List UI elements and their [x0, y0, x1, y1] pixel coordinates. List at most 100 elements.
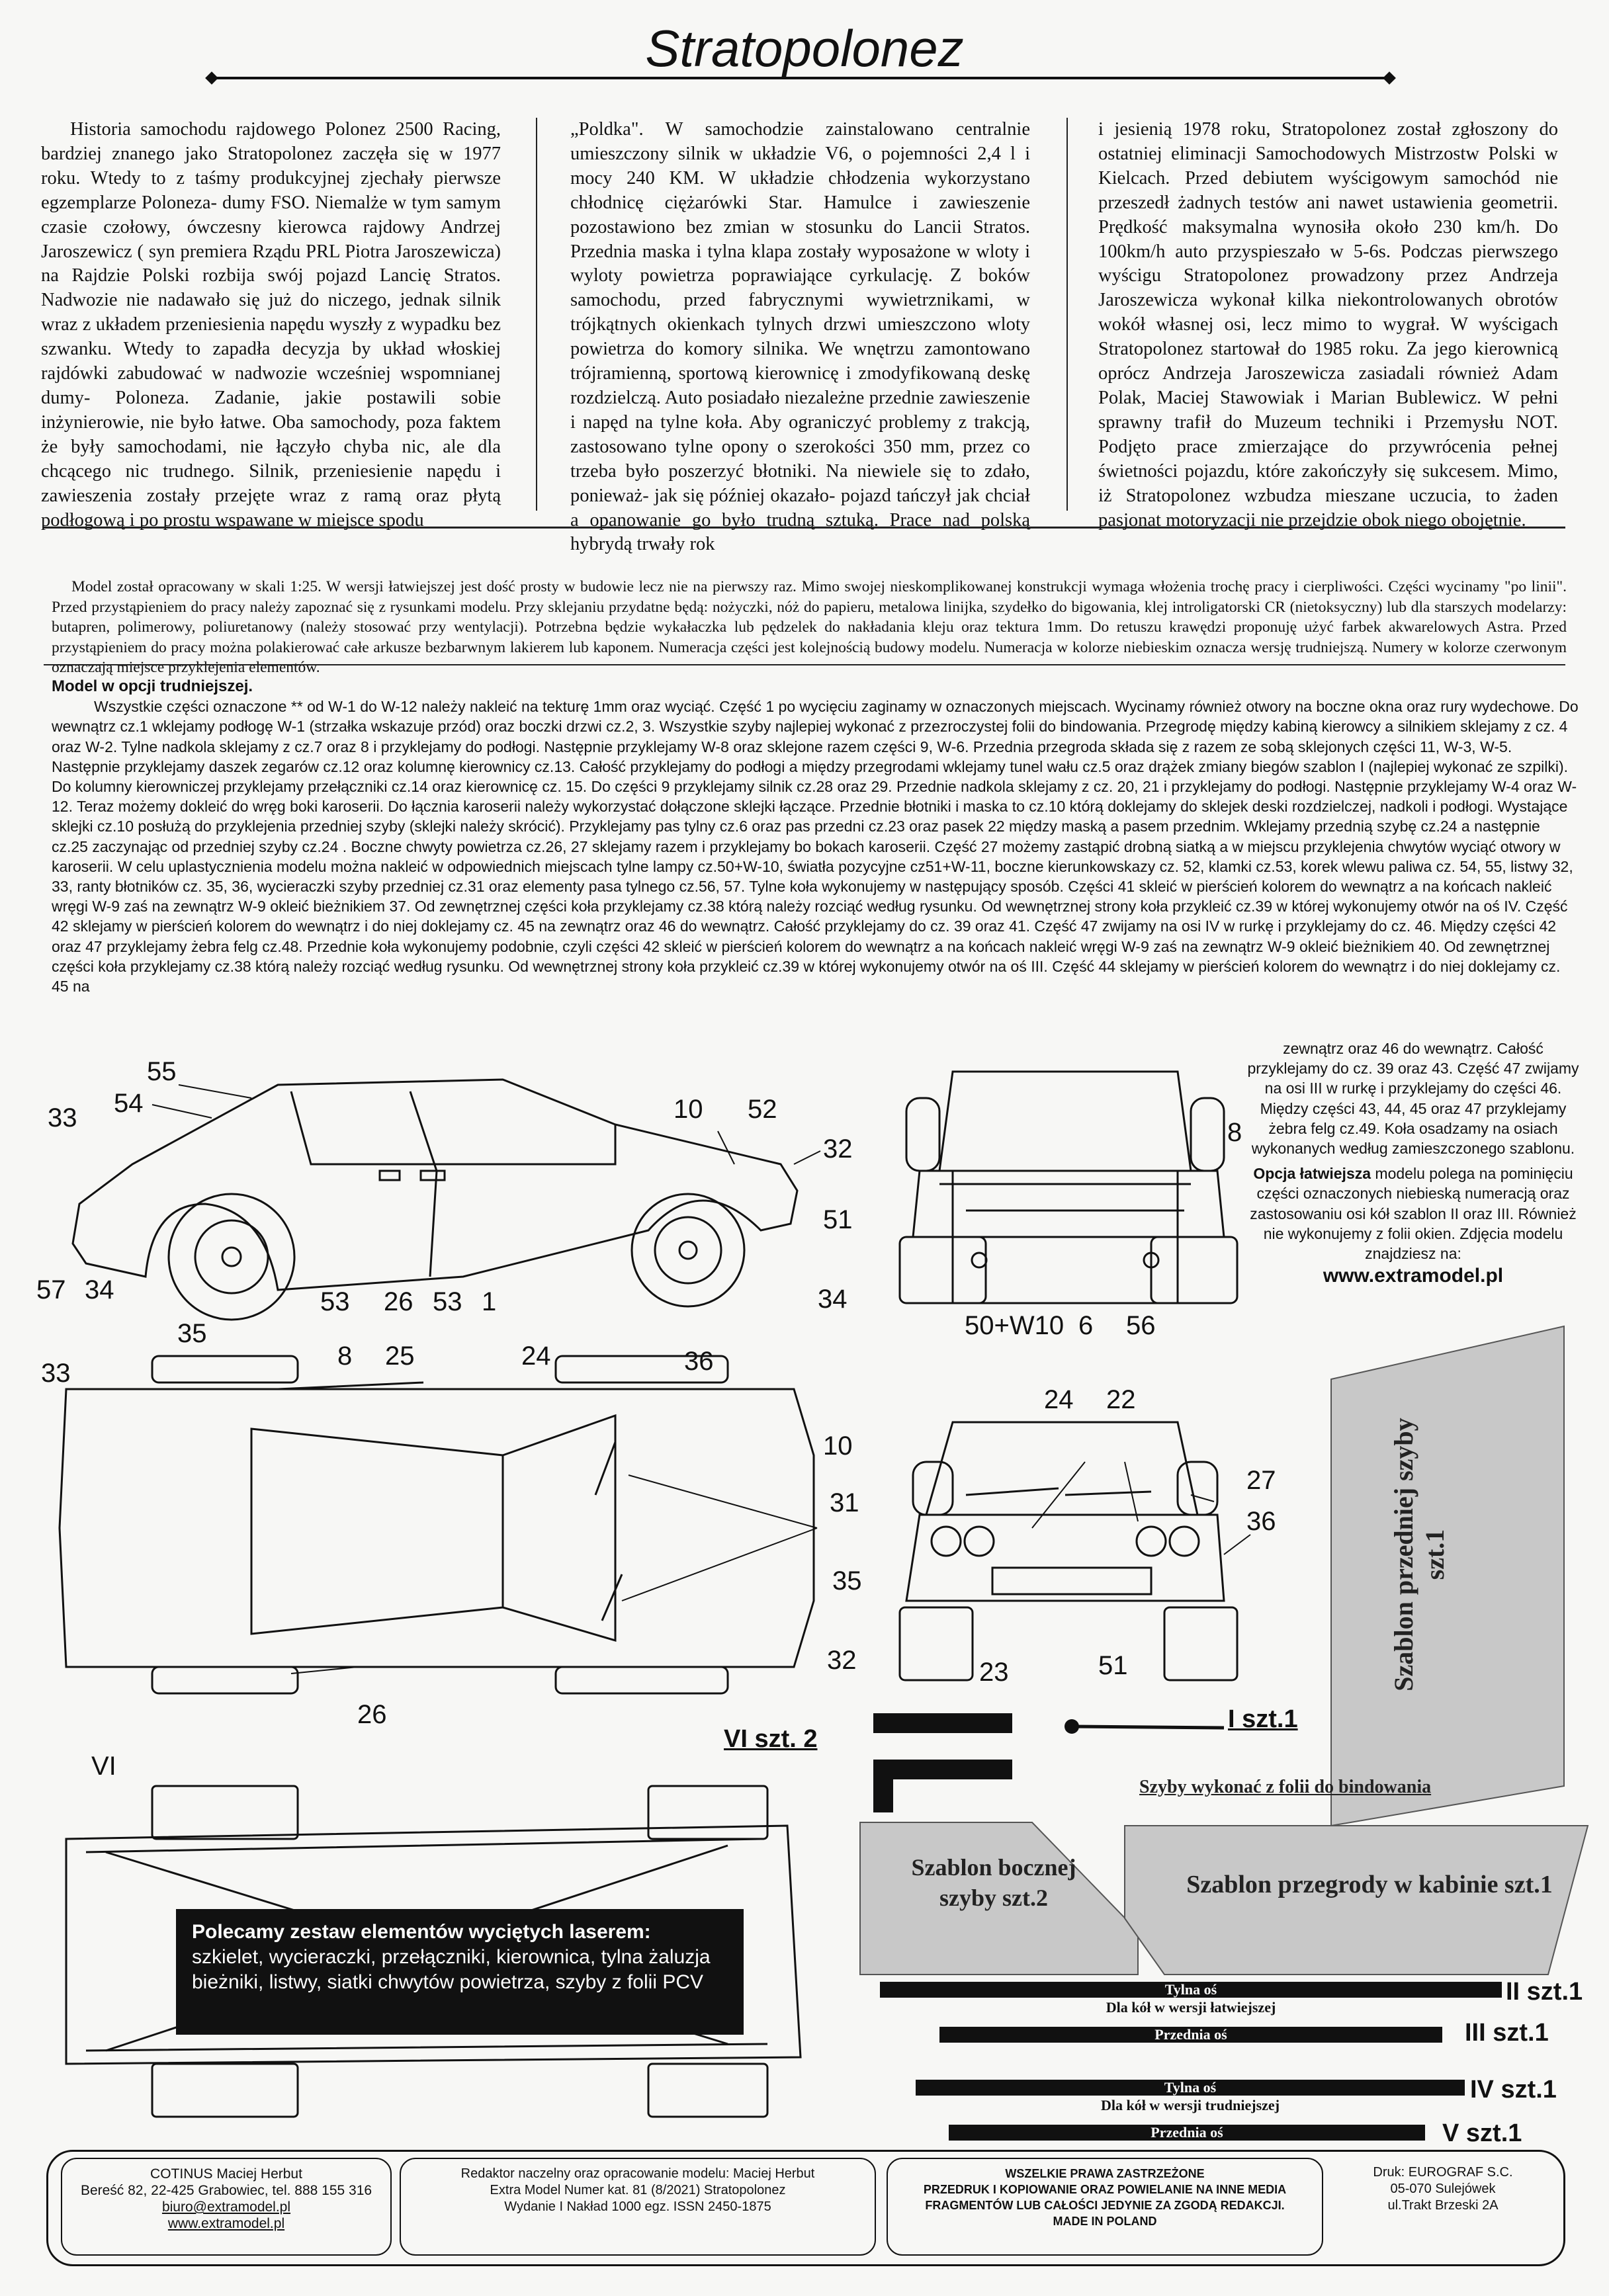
- part-label: 27: [1246, 1466, 1276, 1495]
- part-label: 36: [684, 1347, 714, 1376]
- laser-kit-title: Polecamy zestaw elementów wyciętych lase…: [192, 1921, 651, 1943]
- foil-note: Szyby wykonać z folii do bindowania: [1139, 1777, 1432, 1797]
- axle-iv-label: IV szt.1: [1470, 2076, 1557, 2104]
- publisher-address: Bereść 82, 22-425 Grabowiec, tel. 888 15…: [80, 2183, 372, 2198]
- part-label: 10: [823, 1431, 853, 1461]
- easy-option-text: Opcja łatwiejsza modelu polega na pomini…: [1241, 1164, 1585, 1263]
- vi-template: [873, 1713, 1012, 1812]
- publisher-email[interactable]: biuro@extramodel.pl: [161, 2199, 291, 2215]
- part-label: 35: [177, 1319, 207, 1348]
- part-label: 52: [748, 1095, 777, 1124]
- part-label: 51: [1098, 1651, 1128, 1680]
- part-label: 34: [85, 1275, 114, 1304]
- column-divider: [1066, 118, 1068, 511]
- part-label: 53: [433, 1287, 462, 1316]
- side-glass-template: [859, 1822, 1139, 1975]
- easy-option-lead: Opcja łatwiejsza: [1253, 1165, 1371, 1183]
- part-label: 34: [818, 1285, 848, 1314]
- part-label: 54: [114, 1089, 144, 1118]
- column-divider: [536, 118, 537, 511]
- rights-line: PRZEDRUK I KOPIOWANIE ORAZ POWIELANIE NA…: [923, 2183, 1287, 2196]
- hard-version-instructions: Wszystkie części oznaczone ** od W-1 do …: [52, 698, 1579, 996]
- front-view-drawing: [898, 1421, 1239, 1681]
- part-label: 26: [384, 1287, 413, 1316]
- template-i-label: I szt.1: [1228, 1705, 1298, 1733]
- part-label: 33: [48, 1103, 77, 1132]
- history-column-1: Historia samochodu rajdowego Polonez 250…: [41, 119, 501, 531]
- editor-credit: Redaktor naczelny oraz opracowanie model…: [460, 2166, 815, 2181]
- side-view-drawing: [71, 1078, 799, 1321]
- side-instructions-continued: zewnątrz oraz 46 do wewnątrz. Całość prz…: [1247, 1040, 1579, 1158]
- side-glass-template-label: Szablon bocznej szyby szt.2: [911, 1854, 1076, 1911]
- part-label: 8: [1227, 1118, 1242, 1147]
- edition-info: Wydanie I Nakład 1000 egz. ISSN 2450-187…: [504, 2199, 771, 2214]
- publisher-website[interactable]: www.extramodel.pl: [167, 2216, 285, 2231]
- editorial-box: Redaktor naczelny oraz opracowanie model…: [400, 2158, 876, 2256]
- part-label: 55: [147, 1057, 177, 1086]
- website-link[interactable]: www.extramodel.pl: [1323, 1265, 1504, 1287]
- laser-kit-line: bieżniki, listwy, siatki chwytów powietr…: [192, 1971, 703, 1993]
- axle-template-v: Przednia oś: [949, 2125, 1425, 2141]
- history-column-2: „Poldka". W samochodzie zainstalowano ce…: [570, 119, 1030, 555]
- publisher-box: COTINUS Maciej Herbut Bereść 82, 22-425 …: [61, 2158, 392, 2256]
- part-label: VI: [91, 1752, 116, 1781]
- printer-name: Druk: EUROGRAF S.C.: [1373, 2165, 1513, 2180]
- hard-version-section: Model w opcji trudniejszej. Wszystkie cz…: [52, 677, 1580, 996]
- part-label: 6: [1078, 1311, 1094, 1340]
- axle-template-ii: Tylna oś: [880, 1982, 1502, 1998]
- part-label: 26: [357, 1700, 387, 1729]
- part-label: 53: [320, 1287, 350, 1316]
- catalog-number: Extra Model Numer kat. 81 (8/2021) Strat…: [490, 2183, 786, 2197]
- side-instructions: zewnątrz oraz 46 do wewnątrz. Całość prz…: [1241, 1039, 1585, 1286]
- printer-box: Druk: EUROGRAF S.C. 05-070 Sulejówek ul.…: [1334, 2158, 1552, 2256]
- part-label: 32: [823, 1134, 853, 1164]
- part-label: 56: [1126, 1311, 1156, 1340]
- rear-view-drawing: [898, 1070, 1239, 1304]
- part-label: 10: [674, 1095, 703, 1124]
- top-view-drawing: [58, 1355, 815, 1695]
- history-column-3: i jesienią 1978 roku, Stratopolonez zost…: [1098, 119, 1558, 531]
- part-label: 1: [482, 1287, 497, 1316]
- hard-version-heading: Model w opcji trudniejszej.: [52, 677, 253, 695]
- part-label: 32: [827, 1646, 857, 1675]
- section-divider: [44, 664, 1565, 665]
- laser-kit-line: szkielet, wycieraczki, przełączniki, kie…: [192, 1946, 711, 1968]
- rights-box: WSZELKIE PRAWA ZASTRZEŻONE PRZEDRUK I KO…: [887, 2158, 1323, 2256]
- title-rule: [212, 77, 1389, 79]
- part-label: 35: [832, 1566, 862, 1595]
- laser-kit-promo: Polecamy zestaw elementów wyciętych lase…: [176, 1909, 744, 2035]
- part-label: 23: [979, 1658, 1009, 1687]
- modeling-notes: Model został opracowany w skali 1:25. W …: [52, 578, 1567, 676]
- page-title: Stratopolonez: [645, 19, 964, 77]
- partition-template-label: Szablon przegrody w kabinie szt.1: [1186, 1871, 1553, 1898]
- axle-caption-easy: Dla kół w wersji łatwiejszej: [1106, 1999, 1276, 2016]
- publisher-name: COTINUS Maciej Herbut: [150, 2166, 302, 2182]
- axle-template-iii: Przednia oś: [939, 2027, 1442, 2043]
- printer-street: ul.Trakt Brzeski 2A: [1387, 2198, 1499, 2213]
- easy-option-body: modelu polega na pominięciu części oznac…: [1250, 1165, 1577, 1263]
- part-label: 57: [36, 1275, 66, 1304]
- part-label: 36: [1246, 1507, 1276, 1536]
- front-glass-template-label: Szablon przedniej szyby szt.1: [1389, 1418, 1450, 1691]
- axle-v-label: V szt.1: [1442, 2119, 1522, 2147]
- part-label: 25: [385, 1341, 415, 1371]
- rights-line: MADE IN POLAND: [1053, 2215, 1157, 2228]
- part-label: 24: [1044, 1385, 1074, 1414]
- partition-template: [1124, 1825, 1589, 1975]
- part-label: 51: [823, 1205, 853, 1234]
- front-glass-template: [1330, 1325, 1565, 1827]
- section-divider: [44, 527, 1565, 529]
- template-vi-label: VI szt. 2: [724, 1725, 818, 1753]
- part-label: 8: [337, 1341, 353, 1371]
- axle-iii-label: III szt.1: [1465, 2019, 1549, 2047]
- part-label: 31: [830, 1488, 859, 1517]
- printer-city: 05-070 Sulejówek: [1390, 2182, 1496, 2196]
- part-label: 33: [41, 1359, 71, 1388]
- part-label: 24: [521, 1341, 551, 1371]
- rights-line: FRAGMENTÓW LUB CAŁOŚCI JEDYNIE ZA ZGODĄ …: [925, 2199, 1285, 2212]
- axle-ii-label: II szt.1: [1506, 1978, 1583, 2006]
- part-label: 50+W10: [965, 1311, 1065, 1340]
- axle-caption-hard: Dla kół w wersji trudniejszej: [1100, 2097, 1280, 2113]
- axle-template-iv: Tylna oś: [916, 2080, 1465, 2096]
